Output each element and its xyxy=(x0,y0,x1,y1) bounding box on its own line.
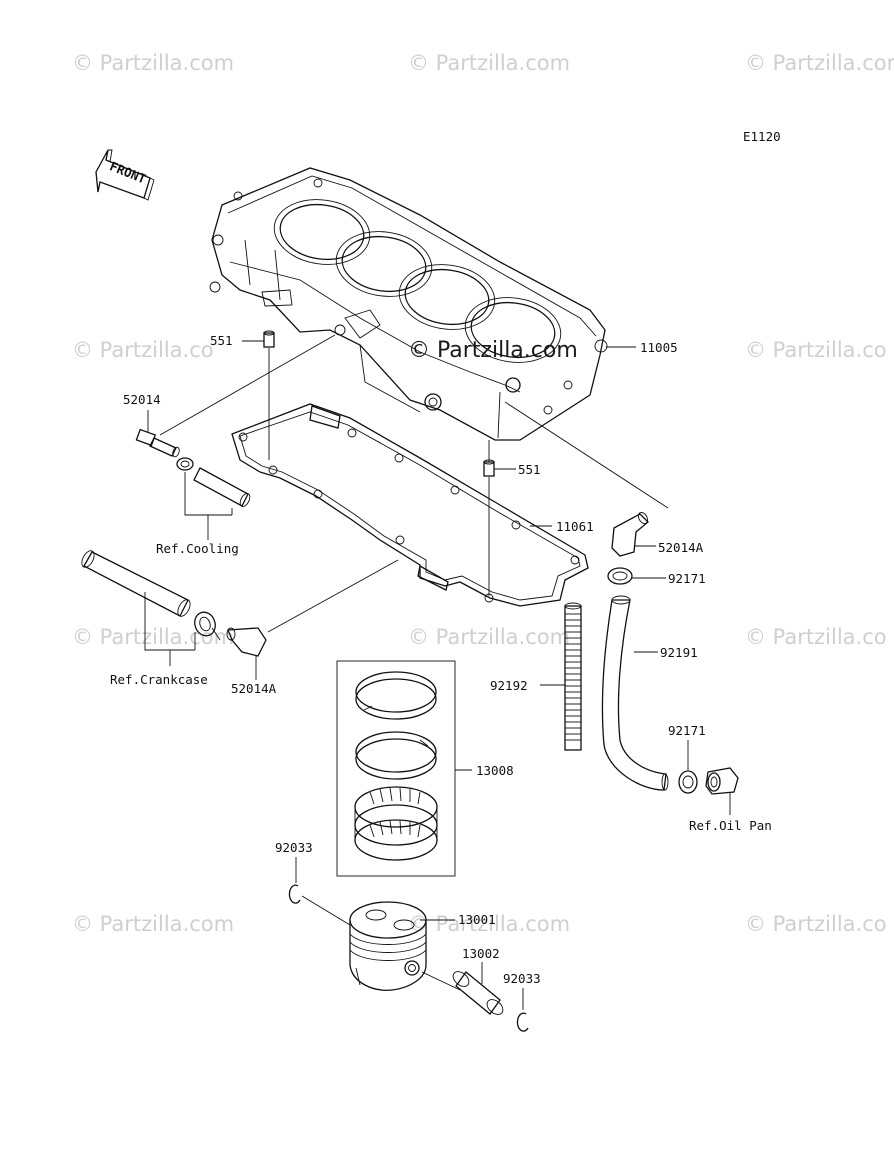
tube-92192 xyxy=(564,602,582,751)
piston-ring-top xyxy=(355,671,437,720)
hose-cooling xyxy=(193,467,251,507)
watermark: © Partzilla.com xyxy=(72,912,234,936)
dowel-pin-551-mid xyxy=(483,459,495,477)
watermark: © Partzilla.com xyxy=(408,912,570,936)
dowel-pin-551-top xyxy=(263,330,275,348)
watermark: © Partzilla.com xyxy=(745,51,894,75)
ref-crankcase: Ref.Crankcase xyxy=(110,672,208,687)
watermark: © Partzilla.com xyxy=(408,51,570,75)
label-13002: 13002 xyxy=(462,946,500,961)
watermark: © Partzilla.co xyxy=(745,912,887,936)
fitting-52014a-left xyxy=(226,627,267,657)
diagram-code: E1120 xyxy=(743,129,781,144)
piston-ring-oil xyxy=(354,786,438,861)
hose-crankcase xyxy=(81,550,191,617)
circlip-92033-left xyxy=(288,884,301,904)
watermark: © Partzilla.com xyxy=(72,625,234,649)
cylinder-block xyxy=(209,167,608,441)
fitting-52014a-right xyxy=(611,511,649,557)
watermark: © Partzilla.com xyxy=(408,625,570,649)
label-11005: 11005 xyxy=(640,340,678,355)
label-92033-right: 92033 xyxy=(503,971,541,986)
watermark: © Partzilla.co xyxy=(745,338,887,362)
label-92171-top: 92171 xyxy=(668,571,706,586)
front-arrow-label: FRONT xyxy=(108,158,149,186)
fitting-oil-pan xyxy=(705,767,739,795)
circlip-92033-right xyxy=(516,1012,529,1032)
label-11061: 11061 xyxy=(556,519,594,534)
label-13001: 13001 xyxy=(458,912,496,927)
piston-pin-13002 xyxy=(452,971,504,1015)
label-551-mid: 551 xyxy=(518,462,541,477)
piston-ring-second xyxy=(355,731,437,780)
watermark: © Partzilla.com xyxy=(72,51,234,75)
label-92192: 92192 xyxy=(490,678,528,693)
label-52014: 52014 xyxy=(123,392,161,407)
watermark: © Partzilla.co xyxy=(745,625,887,649)
watermark-layer: © Partzilla.com © Partzilla.com © Partzi… xyxy=(72,51,894,936)
label-92171-bottom: 92171 xyxy=(668,723,706,738)
label-13008: 13008 xyxy=(476,763,514,778)
hose-clamp-cooling xyxy=(176,457,194,471)
hose-clamp-92171-top xyxy=(607,567,633,585)
label-92033-left: 92033 xyxy=(275,840,313,855)
label-551-top: 551 xyxy=(210,333,233,348)
cylinder-gasket xyxy=(231,403,589,607)
watermark: © Partzilla.co xyxy=(72,338,214,362)
label-92191: 92191 xyxy=(660,645,698,660)
hose-clamp-crankcase xyxy=(194,611,221,641)
fitting-52014 xyxy=(135,428,180,458)
hose-92191 xyxy=(601,595,669,791)
ref-cooling: Ref.Cooling xyxy=(156,541,239,556)
ring-set-box xyxy=(336,660,456,877)
center-watermark: © Partzilla.com xyxy=(408,338,578,363)
front-arrow-icon: FRONT xyxy=(95,149,155,201)
label-52014a-right: 52014A xyxy=(658,540,704,555)
hose-clamp-92171-bottom xyxy=(678,770,698,794)
ref-oil-pan: Ref.Oil Pan xyxy=(689,818,772,833)
label-52014a-left: 52014A xyxy=(231,681,277,696)
